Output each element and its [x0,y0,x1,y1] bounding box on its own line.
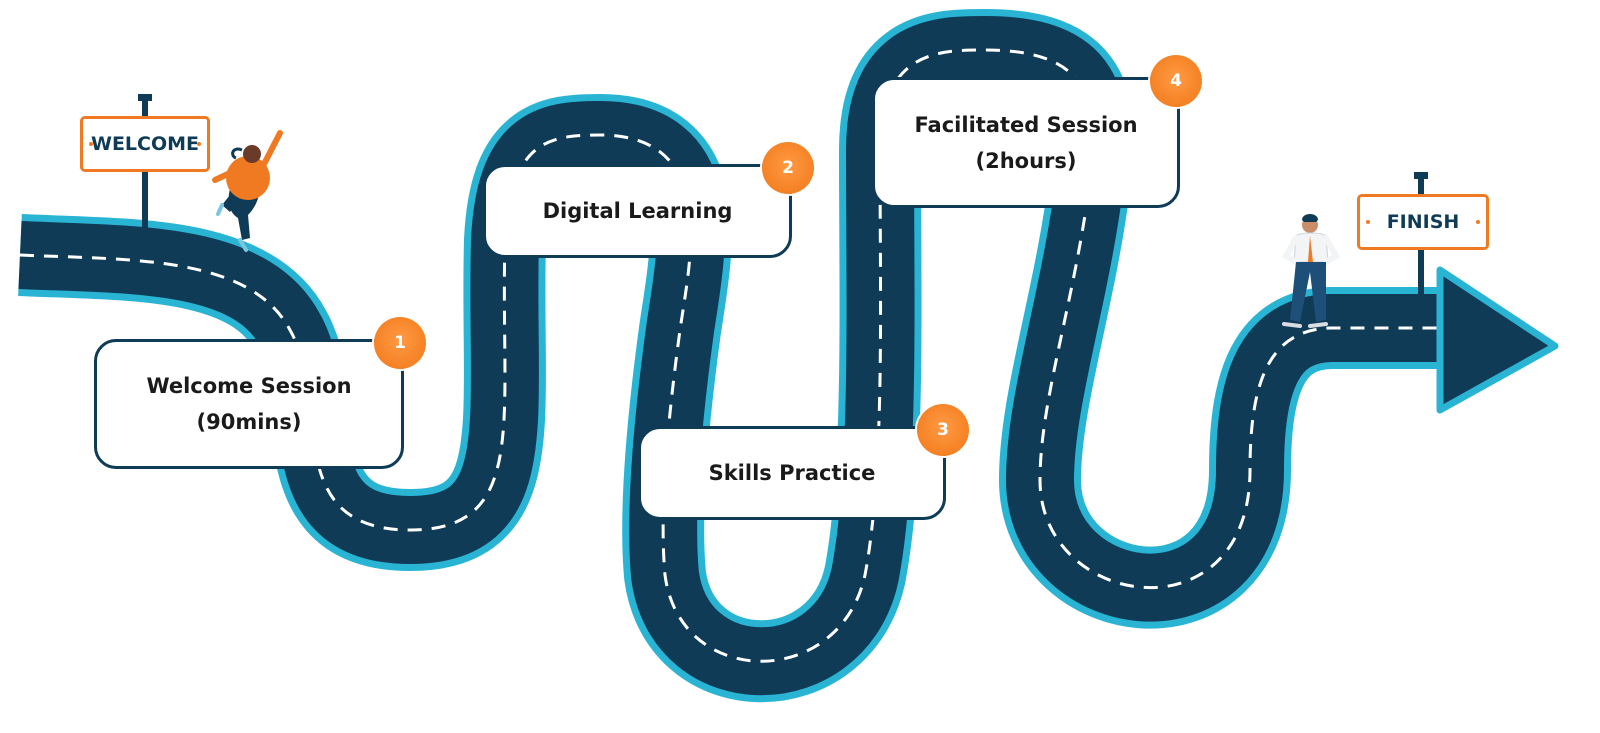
step-number-badge: 2 [762,142,814,194]
welcome-sign: WELCOME [80,116,210,172]
step-title: Digital Learning [542,199,733,223]
lane-marking [19,48,1440,663]
sign-rivet-right [197,142,201,146]
step-card-digital-learning: Digital Learning [483,164,792,258]
step-duration: (2hours) [975,148,1077,173]
step-number-badge: 4 [1150,55,1202,107]
finish-sign: FINISH [1357,194,1489,250]
sign-rivet-left [1366,220,1370,224]
step-duration: (90mins) [196,410,302,434]
step-card-skills-practice: Skills Practice [638,426,946,520]
step-title: Welcome Session [146,374,352,398]
step-card-facilitated-session: Facilitated Session (2hours) [872,77,1180,208]
welcome-sign-label: WELCOME [90,133,200,155]
sign-rivet-left [89,142,93,146]
sign-rivet-right [1476,220,1480,224]
step-card-welcome-session: Welcome Session (90mins) [94,339,404,469]
businessman-figure [1281,214,1341,328]
step-title: Facilitated Session [914,112,1138,137]
finish-sign-cap [1414,172,1428,179]
finish-arrow-head [1436,266,1559,414]
finish-sign-label: FINISH [1386,211,1460,233]
step-number-badge: 3 [917,404,969,456]
step-title: Skills Practice [708,461,876,485]
step-number-badge: 1 [374,317,426,369]
welcome-sign-cap [138,94,152,101]
running-woman-figure [212,130,283,252]
